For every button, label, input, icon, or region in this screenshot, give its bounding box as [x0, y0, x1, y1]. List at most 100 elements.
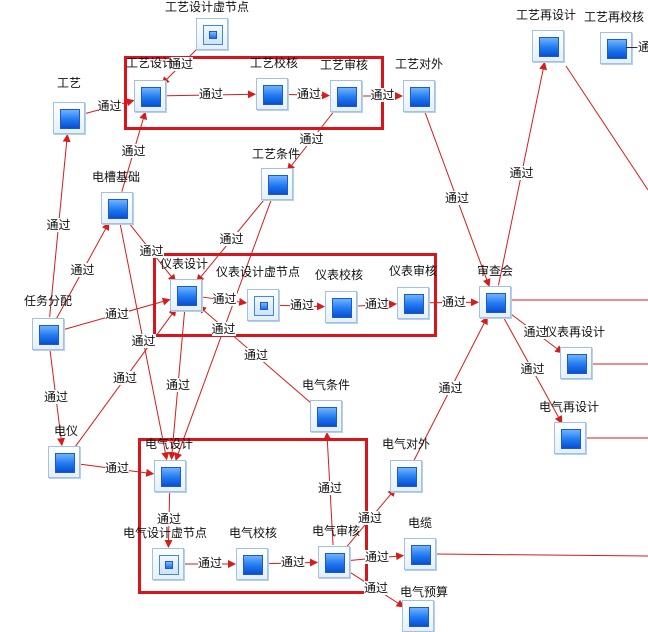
- node-gy-check[interactable]: [256, 78, 288, 110]
- node-gy-recheck[interactable]: [600, 32, 632, 64]
- edge-label-renwu-to-dianyi: 通过: [44, 390, 69, 404]
- edge-label-dq_design-to-dq_virtual: 通过: [157, 512, 182, 526]
- node-label-dq-design: 电气设计: [145, 437, 194, 451]
- node-gy-redesign[interactable]: [532, 30, 564, 62]
- edge-label-dq_check-to-dq_review: 通过: [281, 555, 306, 569]
- edge-label-dianchao-to-yb_design: 通过: [139, 243, 164, 258]
- task-icon: [55, 453, 75, 473]
- task-icon: [411, 545, 431, 565]
- node-dq-check[interactable]: [236, 548, 268, 580]
- edge-label-dq_review-to-dq_budget: 通过: [364, 581, 389, 595]
- edge-label-gy_external-to-shencha: 通过: [445, 191, 470, 205]
- task-icon: [404, 294, 424, 314]
- node-yb-virtual[interactable]: [247, 289, 279, 321]
- node-label-yb-virtual: 仪表设计虚节点: [216, 265, 301, 279]
- node-label-yb-redesign: 仪表再设计: [545, 325, 606, 339]
- edge-label-shencha-to-dq_redesign: 通过: [520, 362, 545, 376]
- edge-label-dianyi-to-yb_design: 通过: [113, 370, 138, 385]
- workflow-canvas: 通过通过通过通过通过通过通过通过通过通过通过通过通过通过通过通过通过通过通过通过…: [24, 0, 648, 632]
- node-label-dq-redesign: 电气再设计: [539, 400, 600, 414]
- task-icon: [60, 109, 80, 129]
- edge-label-dianchao-to-dq_design: 通过: [131, 334, 156, 348]
- node-dianchao[interactable]: [101, 192, 133, 224]
- task-icon: [607, 39, 627, 59]
- edge-label-shencha-to-yb_redesign: 通过: [523, 324, 548, 339]
- node-gy-review[interactable]: [330, 80, 362, 112]
- node-yb-redesign[interactable]: [560, 347, 592, 379]
- node-label-dianyi: 电仪: [54, 424, 79, 438]
- edge-label-renwu-to-yb_design: 通过: [105, 306, 130, 321]
- node-label-gy: 工艺: [57, 76, 82, 90]
- task-icon: [325, 553, 345, 573]
- node-label-gy-check: 工艺校核: [250, 56, 299, 70]
- node-dq-redesign[interactable]: [554, 422, 586, 454]
- edge-label-yb_design-to-yb_virtual: 通过: [212, 292, 237, 306]
- node-label-shencha: 审查会: [477, 264, 514, 278]
- node-label-dq-external: 电气对外: [382, 437, 431, 451]
- node-label-dq-virtual: 电气设计虚节点: [123, 526, 208, 540]
- partial-edge-label: —通: [626, 40, 648, 54]
- task-icon: [332, 298, 352, 318]
- edge-label-gy_review-to-gy_cond: 通过: [299, 132, 324, 146]
- edge-label-dianchao-to-gy_design: 通过: [121, 144, 146, 158]
- node-dq-virtual[interactable]: [152, 548, 184, 580]
- node-gy-virtual[interactable]: [196, 18, 228, 50]
- task-icon: [561, 429, 581, 449]
- task-icon: [486, 293, 506, 313]
- node-yb-review[interactable]: [397, 287, 429, 319]
- edge-label-gy_design-to-gy_check: 通过: [199, 87, 224, 101]
- edge-label-gy_cond-to-yb_design: 通过: [219, 231, 244, 246]
- node-dq-design[interactable]: [154, 460, 186, 492]
- task-icon: [141, 87, 161, 107]
- task-icon: [409, 607, 429, 627]
- node-dq-external[interactable]: [390, 460, 422, 492]
- node-label-dianchao: 电槽基础: [92, 170, 141, 184]
- node-label-gy-review: 工艺审核: [320, 58, 369, 72]
- node-label-dianlan: 电缆: [408, 516, 433, 530]
- edge-label-yb_check-to-yb_review: 通过: [365, 297, 390, 311]
- node-gy[interactable]: [53, 102, 85, 134]
- task-icon: [539, 37, 559, 57]
- node-shencha[interactable]: [479, 286, 511, 318]
- edge-offscreen-3[interactable]: [435, 553, 648, 557]
- edge-label-gy_cond-to-dq_design: 通过: [211, 322, 236, 336]
- node-label-yb-check: 仪表校核: [315, 268, 364, 282]
- node-gy-design[interactable]: [134, 80, 166, 112]
- edge-label-gy_check-to-gy_review: 通过: [297, 87, 322, 101]
- node-gy-cond[interactable]: [261, 168, 293, 200]
- edge-label-yb_review-to-shencha: 通过: [442, 294, 467, 309]
- task-icon: [317, 407, 337, 427]
- node-yb-design[interactable]: [170, 279, 202, 311]
- node-gy-external[interactable]: [403, 80, 435, 112]
- node-label-yb-review: 仪表审核: [389, 264, 438, 278]
- node-renwu[interactable]: [32, 318, 64, 350]
- node-dq-budget[interactable]: [402, 600, 434, 632]
- edge-label-dq_review-to-dq_cond: 通过: [318, 481, 343, 495]
- node-label-renwu: 任务分配: [24, 294, 73, 308]
- virtual-task-icon: [203, 25, 223, 45]
- edge-label-shencha-to-gy_redesign: 通过: [509, 166, 534, 180]
- node-label-dq-check: 电气校核: [229, 526, 278, 540]
- edge-label-gy_virtual-to-gy_design: 通过: [169, 57, 194, 71]
- node-label-dq-review: 电气审核: [312, 524, 361, 538]
- task-icon: [410, 87, 430, 107]
- task-icon: [268, 175, 288, 195]
- node-dianlan[interactable]: [404, 538, 436, 570]
- task-icon: [263, 85, 283, 105]
- node-dq-cond[interactable]: [310, 400, 342, 432]
- edge-label-renwu-to-gy: 通过: [46, 218, 71, 232]
- node-dq-review[interactable]: [318, 546, 350, 578]
- node-label-gy-virtual: 工艺设计虚节点: [165, 0, 250, 14]
- node-label-dq-budget: 电气预算: [400, 585, 449, 599]
- node-label-gy-external: 工艺对外: [395, 57, 444, 71]
- edge-label-gy-to-gy_design: 通过: [97, 99, 122, 113]
- node-label-gy-redesign: 工艺再设计: [516, 8, 577, 22]
- edge-label-renwu-to-dianchao: 通过: [70, 263, 95, 277]
- node-dianyi[interactable]: [48, 446, 80, 478]
- node-label-dq-cond: 电气条件: [302, 378, 351, 392]
- virtual-task-icon: [254, 296, 274, 316]
- edge-label-yb_virtual-to-yb_check: 通过: [290, 298, 315, 312]
- node-yb-check[interactable]: [325, 291, 357, 323]
- edge-offscreen-4[interactable]: [565, 65, 648, 191]
- edge-label-dianyi-to-dq_design: 通过: [105, 461, 130, 475]
